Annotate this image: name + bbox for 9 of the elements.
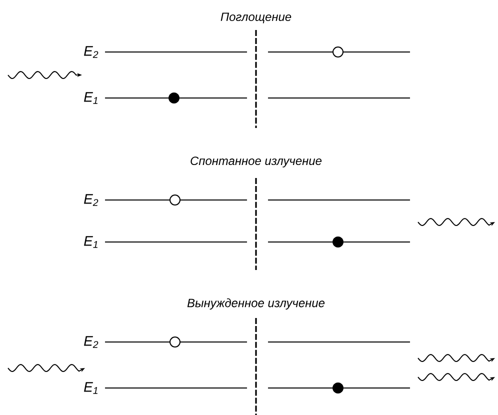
level-label: E$_{2}$ bbox=[84, 46, 98, 58]
panel-title: Спонтанное излучение bbox=[190, 156, 322, 168]
level-label: E$_{2}$ bbox=[84, 194, 98, 206]
level-label: E$_{2}$ bbox=[84, 336, 98, 348]
level-label: E$_{1}$ bbox=[84, 382, 98, 394]
level-label: E$_{1}$ bbox=[84, 92, 98, 104]
panel-title: Поглощение bbox=[220, 12, 292, 24]
panel-title: Вынужденное излучение bbox=[187, 298, 325, 310]
level-label: E$_{1}$ bbox=[84, 236, 98, 248]
